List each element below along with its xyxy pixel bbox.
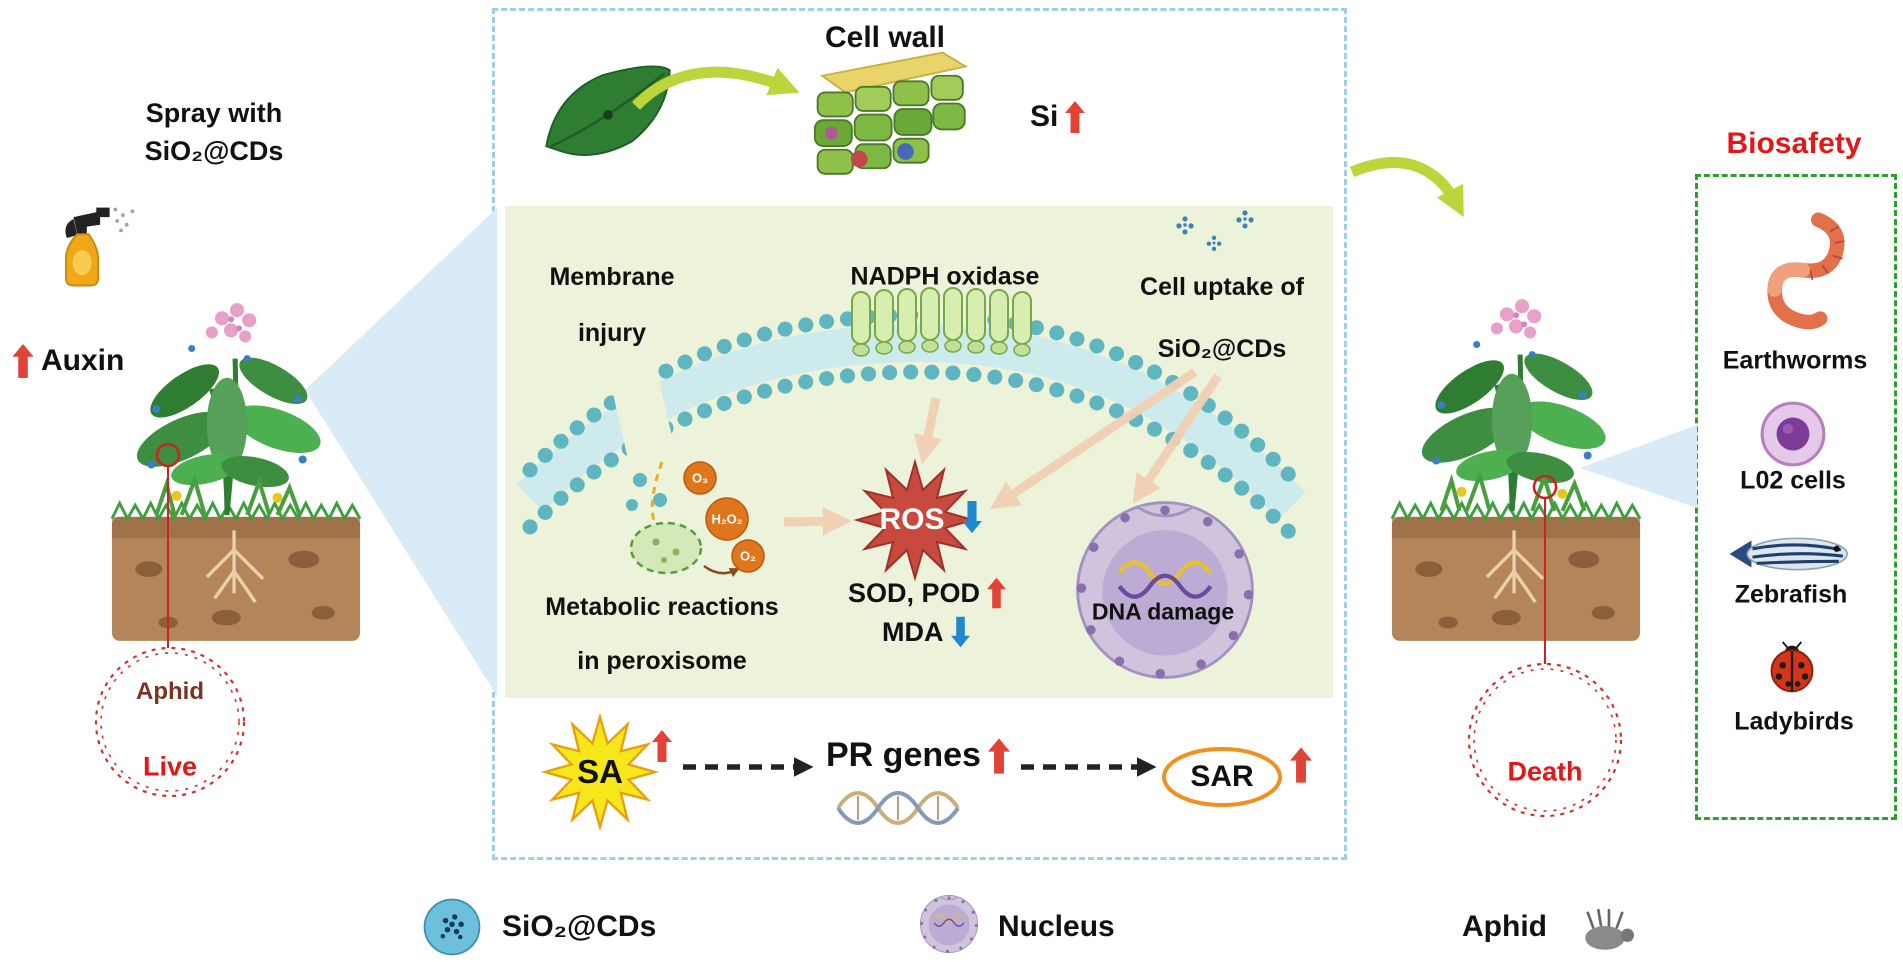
- molecule-o2-label: O₂: [740, 548, 756, 564]
- legend-sio2cds-icon: [423, 898, 481, 956]
- pr-genes-row: PR genes: [826, 736, 1010, 775]
- legend-sio2cds-label: SiO₂@CDs: [502, 910, 657, 943]
- right-zoom-beam: [1580, 425, 1697, 508]
- mda-label: MDA: [882, 616, 944, 647]
- spray-label: Spray with SiO₂@CDs: [145, 94, 284, 170]
- dna-damage-label: DNA damage: [1091, 598, 1235, 625]
- cell-wall-label: Cell wall: [824, 21, 946, 54]
- legend-aphid-label: Aphid: [1462, 910, 1547, 943]
- spray-line2: SiO₂@CDs: [144, 136, 284, 166]
- right-soil-illustration: [1390, 501, 1642, 643]
- legend-nucleus-label: Nucleus: [998, 910, 1115, 943]
- membrane-injury-label: Membrane injury: [549, 249, 674, 361]
- sa-label: SA: [577, 753, 623, 790]
- metabolic-line2: in peroxisome: [577, 647, 747, 675]
- green-arrow-to-right-plant: [1349, 157, 1464, 217]
- sa-up-arrow-icon: [652, 730, 672, 762]
- pr-genes-label: PR genes: [826, 736, 981, 774]
- sod-pod-label: SOD, POD: [848, 577, 981, 608]
- mda-down-arrow-icon: [950, 616, 970, 648]
- ros-down-arrow-icon: [962, 501, 982, 533]
- live-label: Live: [142, 751, 198, 782]
- sod-pod-row: SOD, POD: [848, 577, 1007, 609]
- death-label: Death: [1507, 756, 1583, 787]
- sar-label: SAR: [1190, 760, 1254, 793]
- biosafety-title: Biosafety: [1726, 127, 1862, 160]
- auxin-up-arrow-icon: [12, 344, 34, 378]
- right-plant-illustration: [1414, 299, 1611, 511]
- molecule-h2o2-label: H₂O₂: [711, 511, 743, 527]
- uptake-line2: SiO₂@CDs: [1157, 335, 1287, 363]
- cell-uptake-label: Cell uptake of SiO₂@CDs: [1140, 256, 1304, 380]
- membrane-line2: injury: [577, 319, 647, 347]
- metabolic-line1: Metabolic reactions: [545, 593, 779, 621]
- si-up-arrow-icon: [1065, 101, 1086, 133]
- legend-nucleus-icon: [919, 894, 979, 954]
- sar-up-arrow-icon: [1290, 747, 1312, 783]
- legend-dead-aphid-icon: [1583, 908, 1636, 952]
- metabolic-reactions-label: Metabolic reactions in peroxisome: [545, 580, 778, 688]
- si-label: Si: [1030, 100, 1059, 133]
- auxin-label: Auxin: [41, 344, 125, 377]
- sod-pod-up-arrow-icon: [987, 577, 1007, 609]
- uptake-line1: Cell uptake of: [1140, 273, 1304, 301]
- si-row: Si: [1030, 100, 1086, 134]
- zebrafish-label: Zebrafish: [1734, 580, 1848, 609]
- l02-cells-label: L02 cells: [1740, 466, 1846, 495]
- left-plant-illustration: [129, 303, 326, 515]
- right-leaf-marker-circle: [1532, 474, 1558, 500]
- earthworms-label: Earthworms: [1722, 346, 1868, 375]
- spray-line1: Spray with: [145, 98, 283, 128]
- mda-row: MDA: [882, 616, 970, 648]
- ladybirds-label: Ladybirds: [1734, 707, 1854, 736]
- membrane-line1: Membrane: [549, 263, 675, 291]
- auxin-row: Auxin: [12, 344, 124, 378]
- left-soil-illustration: [110, 501, 362, 643]
- molecule-o3-label: O₃: [691, 470, 709, 486]
- spray-bottle-icon: [64, 206, 136, 287]
- pr-genes-up-arrow-icon: [987, 737, 1010, 774]
- ros-label: ROS: [879, 503, 945, 536]
- aphid-title-left: Aphid: [136, 678, 204, 705]
- left-leaf-marker-circle: [155, 442, 181, 468]
- left-zoom-beam: [305, 208, 497, 696]
- nadph-oxidase-label: NADPH oxidase: [850, 262, 1040, 291]
